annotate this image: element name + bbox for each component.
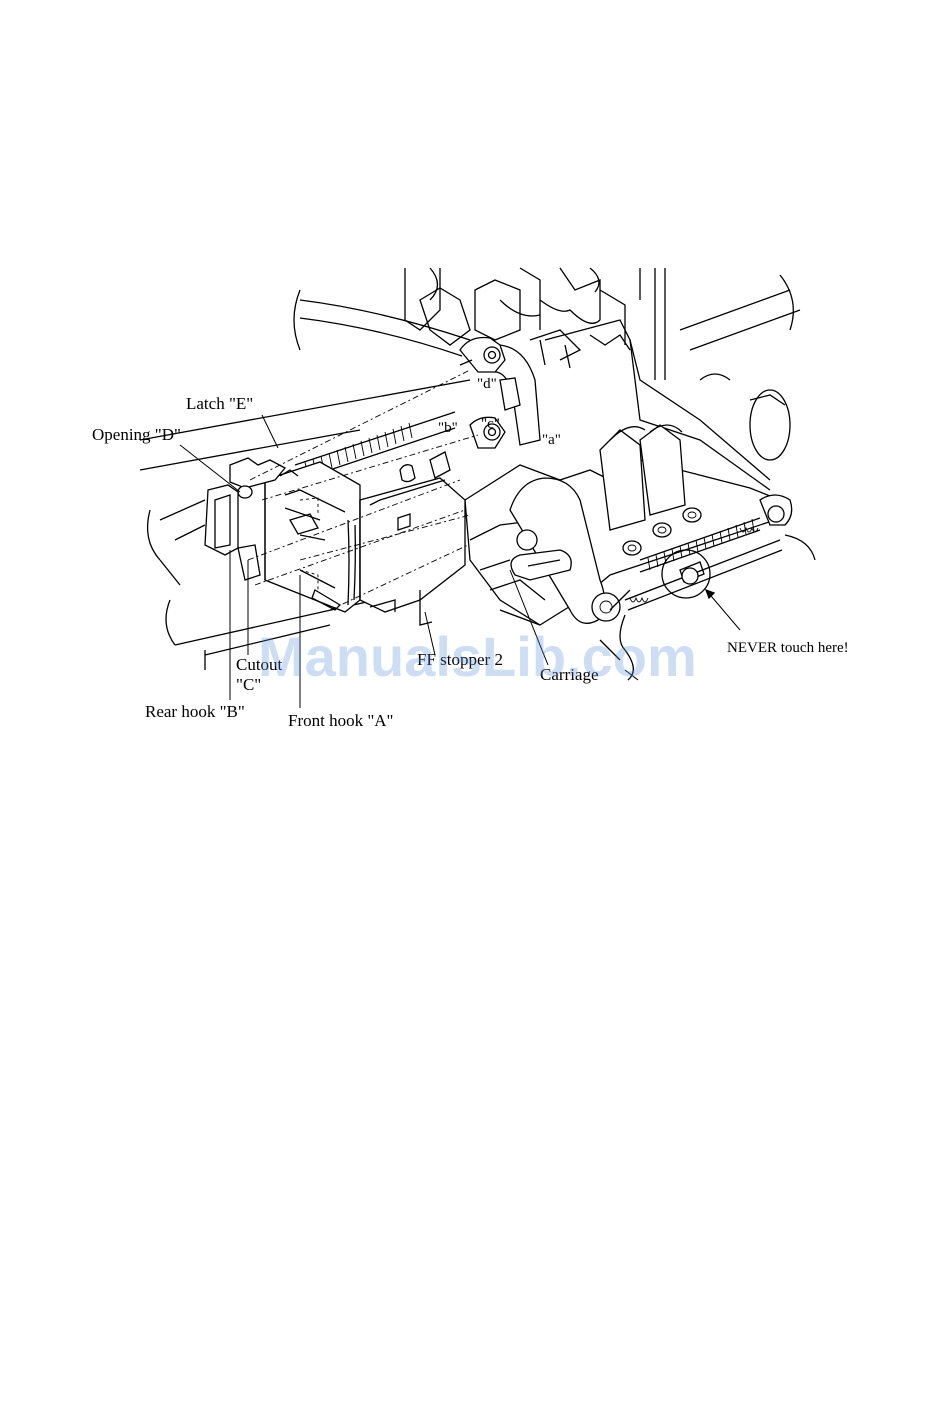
cartridge-holder	[205, 458, 465, 625]
label-never-touch: NEVER touch here!	[727, 640, 849, 656]
watermark: ManualsLib.com	[258, 625, 697, 688]
label-front-hook-a: Front hook "A"	[288, 711, 394, 730]
label-rear-hook-b: Rear hook "B"	[145, 702, 245, 721]
label-pin-b: "b"	[438, 420, 458, 436]
upper-mechanism	[405, 268, 630, 368]
label-pin-a: "a"	[542, 432, 561, 448]
label-latch-e: Latch "E"	[186, 394, 253, 413]
label-opening-d: Opening "D"	[92, 425, 181, 444]
pin-arm	[460, 338, 540, 449]
label-pin-d: "d"	[477, 376, 497, 392]
label-pin-c: "c"	[481, 416, 500, 432]
